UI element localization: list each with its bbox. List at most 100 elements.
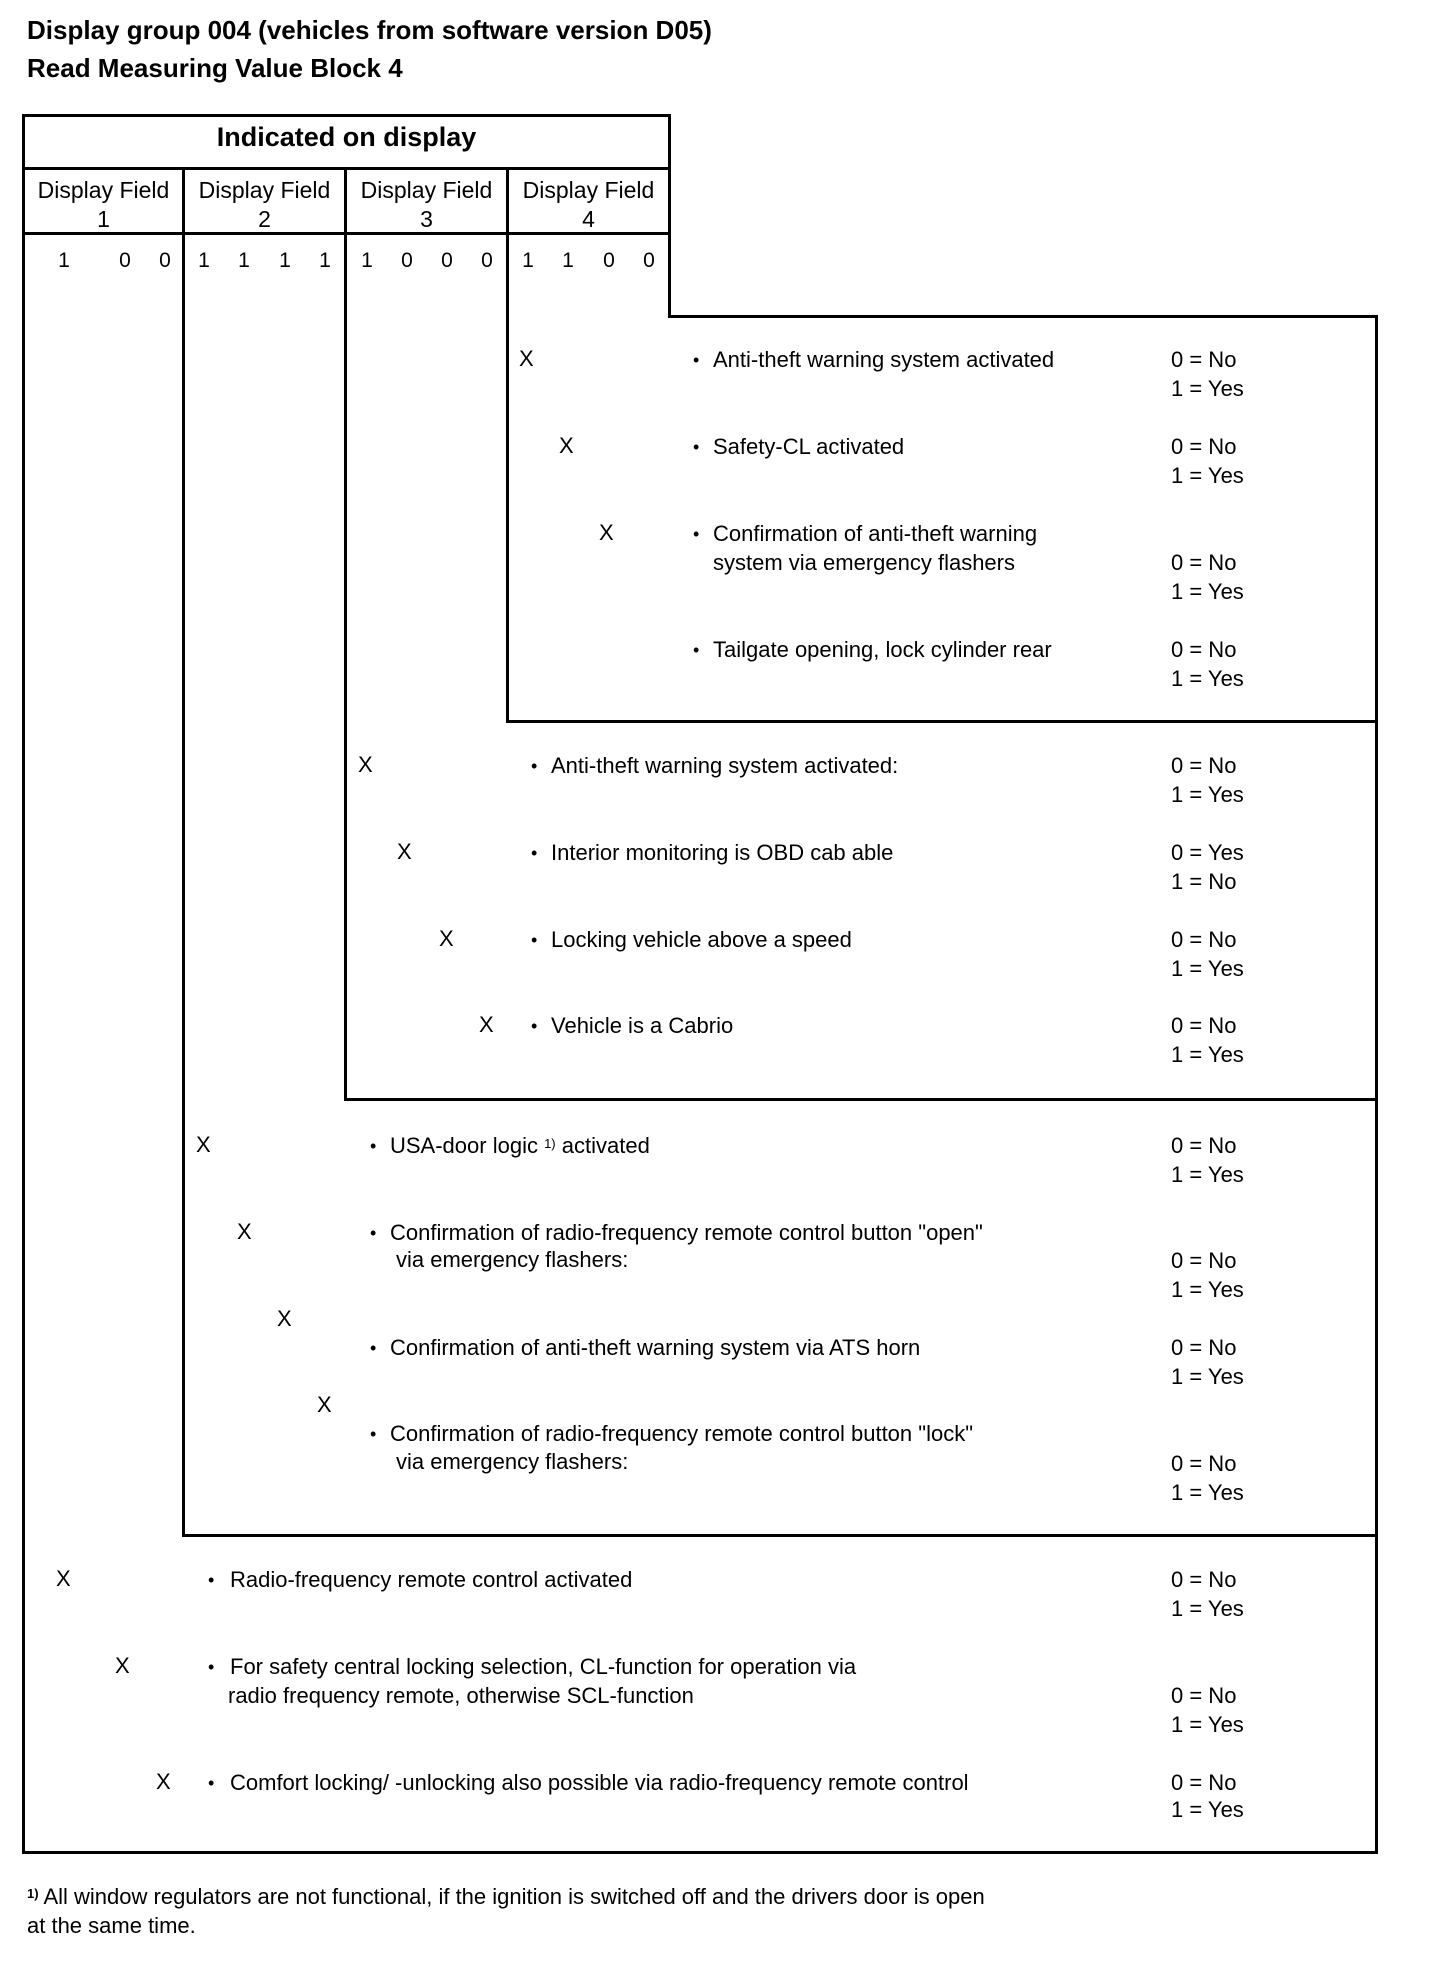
option-value: 1 = Yes: [1171, 1162, 1244, 1187]
option-value: 0 = No: [1171, 637, 1237, 662]
bit-marker: X: [439, 926, 454, 951]
field2-left-line: [182, 167, 185, 1537]
bullet-icon: •: [531, 1016, 538, 1036]
option-value: 1 = Yes: [1171, 463, 1244, 488]
option-value: 1 = Yes: [1171, 1480, 1244, 1505]
option-value: 0 = No: [1171, 550, 1237, 575]
bullet-icon: •: [370, 1338, 377, 1358]
field3-left-line: [344, 167, 347, 1101]
field2-bit4: 1: [319, 249, 331, 272]
bit-marker: X: [358, 752, 373, 777]
field3-box-bottom: [344, 1098, 1378, 1101]
field3-bit1: 1: [361, 249, 373, 272]
option-value: 0 = No: [1171, 347, 1237, 372]
bullet-icon: •: [531, 843, 538, 863]
field4-bit1: 1: [522, 249, 534, 272]
bit-marker: X: [317, 1392, 332, 1417]
option-value: 0 = No: [1171, 1451, 1237, 1476]
field1-bit3: 0: [119, 249, 131, 272]
bit-marker: X: [479, 1012, 494, 1037]
table-border-right: [1375, 315, 1378, 1854]
row-description: via emergency flashers:: [396, 1247, 629, 1272]
option-value: 0 = No: [1171, 1133, 1237, 1158]
bit-marker: X: [277, 1306, 292, 1331]
row-description: via emergency flashers:: [396, 1449, 629, 1474]
bullet-icon: •: [208, 1773, 215, 1793]
bullet-icon: •: [693, 437, 700, 457]
row-description: Anti-theft warning system activated: [713, 347, 1055, 372]
bit-marker: X: [599, 520, 614, 545]
option-value: 0 = No: [1171, 1013, 1237, 1038]
bullet-icon: •: [208, 1657, 215, 1677]
bit-marker: X: [56, 1566, 71, 1591]
option-value: 0 = No: [1171, 1683, 1237, 1708]
footnote-mark: 1): [544, 1136, 556, 1151]
bullet-icon: •: [693, 350, 700, 370]
row-description: Comfort locking/ -unlocking also possibl…: [230, 1770, 969, 1795]
field4-left-line: [506, 167, 509, 723]
field1-bit1: 1: [58, 249, 70, 272]
bullet-icon: •: [370, 1223, 377, 1243]
field2-bit3: 1: [279, 249, 291, 272]
field3-bit3: 0: [441, 249, 453, 272]
option-value: 1 = Yes: [1171, 666, 1244, 691]
row-description: Anti-theft warning system activated:: [551, 753, 899, 778]
option-value: 1 = Yes: [1171, 1797, 1244, 1822]
bullet-icon: •: [531, 930, 538, 950]
bullet-icon: •: [531, 756, 538, 776]
field4-box-top: [668, 315, 1378, 318]
option-value: 0 = No: [1171, 1770, 1237, 1795]
field2-bit1: 1: [198, 249, 210, 272]
option-value: 1 = Yes: [1171, 579, 1244, 604]
option-value: 1 = Yes: [1171, 1364, 1244, 1389]
header-border-right: [668, 114, 671, 318]
bit-marker: X: [559, 433, 574, 458]
table-header: Indicated on display: [216, 122, 477, 152]
bullet-icon: •: [693, 640, 700, 660]
footnote: 1) All window regulators are not functio…: [27, 1884, 985, 1938]
bullet-icon: •: [208, 1570, 215, 1590]
bullet-icon: •: [370, 1136, 377, 1156]
option-value: 0 = No: [1171, 927, 1237, 952]
page-title: Display group 004 (vehicles from softwar…: [27, 15, 712, 45]
option-value: 1 = Yes: [1171, 956, 1244, 981]
bullet-icon: •: [693, 524, 700, 544]
field1-bit4: 0: [159, 249, 171, 272]
bullet-icon: •: [370, 1424, 377, 1444]
option-value: 1 = Yes: [1171, 782, 1244, 807]
option-value: 1 = Yes: [1171, 376, 1244, 401]
table-border-left: [22, 114, 25, 1854]
field2-box-bottom: [182, 1534, 1378, 1537]
bit-marker: X: [115, 1653, 130, 1678]
row-description: Locking vehicle above a speed: [551, 927, 852, 952]
row-description: Confirmation of radio-frequency remote c…: [390, 1220, 983, 1245]
field4-bit3: 0: [603, 249, 615, 272]
bit-marker: X: [196, 1132, 211, 1157]
row-description: Vehicle is a Cabrio: [551, 1013, 734, 1038]
row-description: Radio-frequency remote control activated: [230, 1567, 633, 1592]
row-description: Tailgate opening, lock cylinder rear: [713, 637, 1052, 662]
row-description: USA-door logic 1) activated: [390, 1133, 650, 1158]
table-border-top: [22, 114, 671, 117]
option-value: 1 = Yes: [1171, 1042, 1244, 1067]
field4-bit4: 0: [643, 249, 655, 272]
bit-marker: X: [397, 839, 412, 864]
row-description: Confirmation of anti-theft warning syste…: [390, 1335, 921, 1360]
row-description: Interior monitoring is OBD cab able: [551, 840, 894, 865]
bit-marker: X: [237, 1219, 252, 1244]
row-description: radio frequency remote, otherwise SCL-fu…: [228, 1683, 694, 1708]
table-border-bottom: [22, 1851, 1378, 1854]
option-value: 0 = No: [1171, 1248, 1237, 1273]
bit-marker: X: [519, 346, 534, 371]
option-value: 0 = No: [1171, 753, 1237, 778]
row-description: Safety-CL activated: [713, 434, 905, 459]
option-value: 1 = No: [1171, 869, 1237, 894]
option-value: 0 = No: [1171, 1567, 1237, 1592]
option-value: 1 = Yes: [1171, 1277, 1244, 1302]
field3-bit2: 0: [401, 249, 413, 272]
row-description: system via emergency flashers: [713, 550, 1015, 575]
